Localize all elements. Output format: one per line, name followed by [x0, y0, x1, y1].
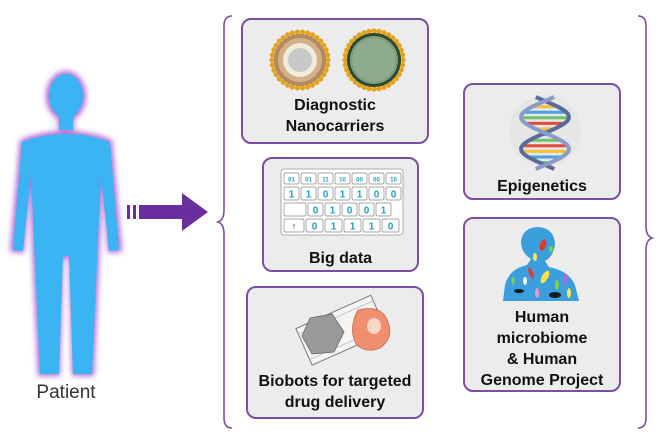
keyboard-key-label: 00 [373, 178, 380, 184]
keyboard-key-label: 1 [330, 206, 336, 217]
patient-label: Patient [36, 382, 96, 403]
keyboard-key-label: 1 [381, 206, 387, 217]
keyboard-key [300, 186, 317, 201]
keyboard-key [385, 186, 402, 201]
keyboard-key-label: 1 [289, 190, 295, 201]
keyboard-key-label: 0 [313, 206, 319, 217]
dna-strand [519, 95, 571, 171]
keyboard-key [307, 202, 324, 217]
keyboard-key [381, 218, 400, 233]
nanocarrier-spikes-left [269, 29, 331, 91]
keyboard-key-label: 0 [347, 206, 353, 217]
big-data-label: Big data [308, 250, 373, 267]
microbiome-icon [503, 227, 579, 301]
epigenetics-label: Epigenetics [497, 178, 587, 195]
keyboard-key-label: 11 [322, 178, 329, 184]
keyboard-key [317, 172, 334, 185]
keyboard-key [358, 202, 375, 217]
biobot-icon [295, 294, 391, 366]
keyboard-key-label: 1 [357, 190, 363, 201]
keyboard-key [283, 186, 300, 201]
keyboard-key [300, 172, 317, 185]
microbe-marks [511, 239, 571, 298]
body-silhouette [13, 74, 119, 374]
keyboard-key-label: 0 [364, 206, 370, 217]
nanocarrier-icon [269, 28, 406, 92]
keyboard-key [368, 172, 385, 185]
keyboard-key [283, 202, 307, 217]
keyboard-key [305, 218, 324, 233]
diagnostic-label: Diagnostic Nanocarriers [285, 97, 385, 135]
left-brace [215, 15, 233, 429]
dna-icon [509, 95, 581, 171]
keyboard-key [283, 172, 300, 185]
keyboard-key-label: 10 [339, 178, 346, 184]
keyboard-key [362, 218, 381, 233]
right-brace [637, 15, 655, 429]
keyboard-key-label: 01 [288, 178, 295, 184]
keyboard-key [375, 202, 392, 217]
keyboard-key-label: 0 [391, 190, 397, 201]
keyboard-key-label: 1 [306, 190, 312, 201]
keyboard-key-label: 1 [340, 190, 346, 201]
keyboard-key [343, 218, 362, 233]
biobots-label: Biobots for targeted drug delivery [258, 373, 412, 411]
card-epigenetics: Epigenetics [463, 83, 621, 200]
card-biobots: Biobots for targeted drug delivery [246, 286, 424, 419]
keyboard-key [334, 172, 351, 185]
nanocarrier-spikes-right [342, 28, 406, 92]
shift-arrow-icon: ↑ [292, 221, 297, 231]
flow-arrow-icon [127, 193, 208, 231]
keyboard-key-label: 01 [305, 178, 312, 184]
keyboard-key [351, 172, 368, 185]
keyboard-shift-key [283, 218, 305, 233]
keyboard-key [324, 218, 343, 233]
keyboard-key-label: 1 [331, 222, 337, 233]
microbiome-label: Human microbiome & Human Genome Project [480, 309, 604, 389]
keyboard-key [324, 202, 341, 217]
keyboard-key-label: 0 [323, 190, 329, 201]
card-diagnostic-nanocarriers: Diagnostic Nanocarriers [241, 18, 429, 144]
body-glow [10, 71, 122, 376]
keyboard-key [351, 186, 368, 201]
keyboard-key-label: 0 [312, 222, 318, 233]
keyboard-key [341, 202, 358, 217]
keyboard-key [317, 186, 334, 201]
keyboard-key-label: 10 [390, 178, 397, 184]
keyboard-key [385, 172, 402, 185]
keyboard-key-label: 0 [388, 222, 394, 233]
keyboard-key-label: 00 [356, 178, 363, 184]
keyboard-key [368, 186, 385, 201]
keyboard-key-label: 1 [350, 222, 356, 233]
keyboard-key [334, 186, 351, 201]
keyboard-key-label: 0 [374, 190, 380, 201]
keyboard-key-label: 1 [369, 222, 375, 233]
card-microbiome: Human microbiome & Human Genome Project [463, 217, 621, 392]
